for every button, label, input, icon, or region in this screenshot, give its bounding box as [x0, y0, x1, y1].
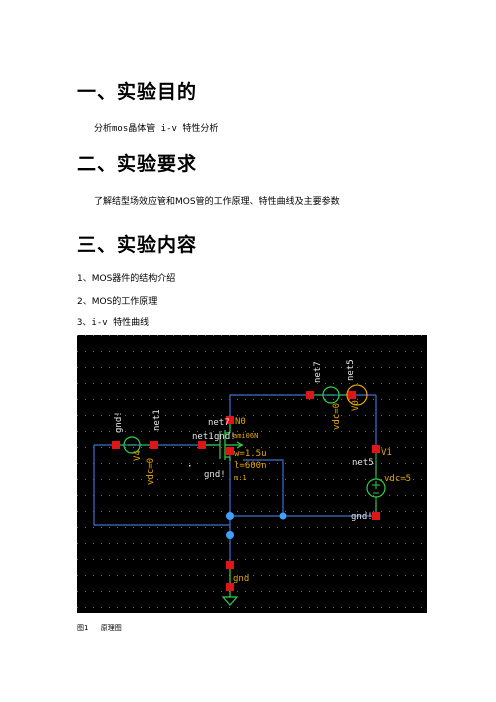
requirements-text: 了解结型场效应管和MOS管的工作原理、特性曲线及主要参数	[94, 197, 340, 207]
label-gnd-right: gnd!	[351, 512, 373, 522]
schematic-figure: gnd! net1 vdc=0 V4 net7 net5 vdc=0 V0 ne…	[77, 335, 427, 613]
label-v0-src: vdc=0	[332, 403, 342, 430]
mosfet-n0	[206, 424, 244, 461]
content-item: 2、MOS的工作原理	[77, 297, 158, 307]
label-length: l=600n	[234, 461, 267, 471]
content-item: 1、MOS器件的结构介绍	[77, 274, 176, 284]
figure-caption: 图1 原理图	[77, 623, 132, 633]
label-net5-top: net5	[346, 359, 356, 381]
label-gnd-bottom: gnd	[233, 574, 249, 584]
voltage-source-v4	[120, 436, 150, 454]
content-item: 3、i-v 特性曲线	[77, 318, 150, 328]
figure-label: 图1	[77, 624, 89, 632]
label-v4-src: vdc=0	[146, 458, 156, 485]
label-v1-src: vdc=5	[384, 474, 411, 484]
label-net1-mid: net1	[192, 432, 214, 442]
label-width: w=1.5u	[234, 449, 267, 459]
figure-caption-text: 原理图	[100, 624, 122, 632]
label-gnd-src: gnd!	[204, 470, 226, 480]
heading-requirements: 二、实验要求	[77, 153, 198, 175]
label-v1-name: V1	[381, 448, 392, 458]
objective-text: 分析mos晶体管 i-v 特性分析	[94, 124, 219, 134]
heading-content: 三、实验内容	[77, 234, 198, 256]
grid-dots	[77, 335, 427, 613]
label-net1-top: net1	[152, 409, 162, 431]
ground-icon	[221, 569, 239, 606]
label-net7-top: net7	[313, 361, 323, 383]
pins	[112, 391, 380, 591]
label-v0-name: V0	[351, 400, 361, 411]
voltage-source-v0	[314, 384, 368, 406]
label-gnd-mid: gnd!	[214, 432, 236, 442]
grid-dots-bright	[189, 465, 191, 467]
label-v4-name: V4	[133, 450, 143, 461]
label-gnd-left: gnd!	[114, 411, 124, 433]
label-net5-mid: net5	[352, 458, 374, 468]
probe-highlight	[346, 384, 368, 406]
heading-objective: 一、实验目的	[77, 81, 198, 103]
label-net7-left: net7	[208, 418, 230, 428]
label-model: ami06N	[233, 432, 258, 440]
schematic-labels: gnd! net1 vdc=0 V4 net7 net5 vdc=0 V0 ne…	[114, 359, 411, 584]
junction-dots	[226, 512, 287, 539]
voltage-source-v1	[366, 453, 386, 512]
label-mult: m:1	[234, 474, 247, 482]
label-n0-name: N0	[235, 417, 246, 427]
